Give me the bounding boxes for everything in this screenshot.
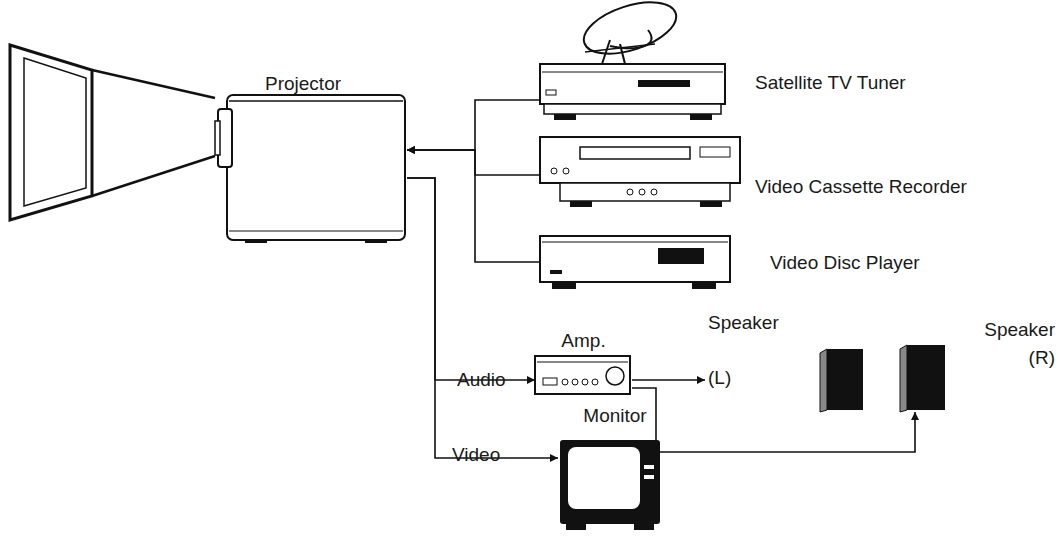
speaker-left: Speaker (L) <box>705 315 865 412</box>
signal-label: Video <box>452 444 500 466</box>
projection-screen <box>10 45 215 220</box>
signal-connector <box>407 178 558 458</box>
video-disc-player: Video Disc Player <box>540 232 1059 294</box>
signal-connector <box>407 150 540 262</box>
signal-connector <box>407 100 540 150</box>
signal-connector <box>632 388 915 452</box>
signal-connector <box>407 150 540 175</box>
projector-unit-drawing <box>215 73 407 243</box>
device-label: Speaker (R) <box>975 316 1055 372</box>
device-label: Satellite TV Tuner <box>755 72 906 94</box>
device-label: Speaker (L) <box>708 295 788 405</box>
signal-connector <box>407 178 535 380</box>
video-cassette-recorder: Video Cassette Recorder <box>540 133 1059 213</box>
amplifier: Amp. <box>535 330 632 398</box>
video-cassette-recorder-drawing <box>540 133 1059 213</box>
satellite-dish <box>578 0 683 64</box>
device-label: Projector <box>265 73 341 95</box>
speaker-right: Speaker (R) <box>898 315 1059 412</box>
device-label: Amp. <box>535 330 632 352</box>
video-monitor: Monitor <box>558 405 662 535</box>
projector-unit: Projector <box>215 73 407 243</box>
satellite-tuner: Satellite TV Tuner <box>540 58 1059 128</box>
device-label: Video Disc Player <box>770 252 920 274</box>
signal-connector <box>632 379 705 381</box>
device-label: Monitor <box>558 405 672 427</box>
device-label: Video Cassette Recorder <box>755 176 967 198</box>
signal-label: Audio <box>457 369 506 391</box>
